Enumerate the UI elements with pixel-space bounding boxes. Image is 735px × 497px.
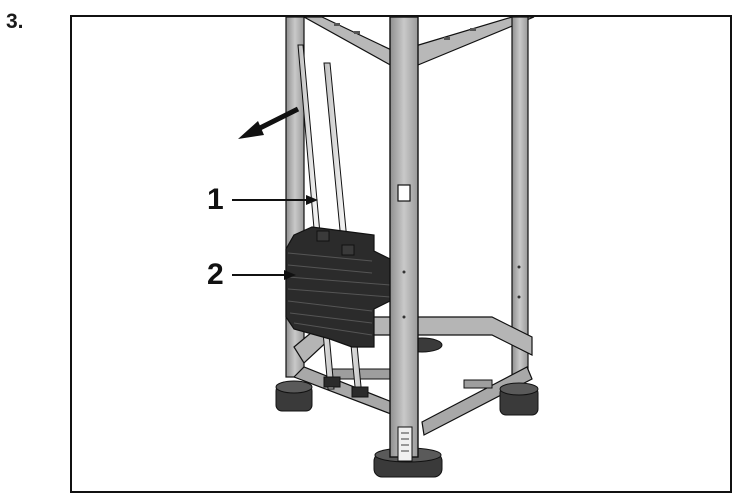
top-frame-beams — [302, 17, 535, 68]
front-main-post — [389, 17, 419, 462]
right-rear-post — [511, 17, 529, 378]
removal-direction-arrow — [238, 106, 300, 139]
illustration-frame: 1 2 — [70, 15, 732, 493]
callout-label-2: 2 — [207, 258, 224, 291]
machine-illustration — [232, 17, 539, 478]
step-number: 3. — [6, 10, 24, 33]
weight-plate-stack — [285, 226, 395, 348]
callout-label-1: 1 — [207, 183, 224, 216]
callout-leaders — [232, 195, 318, 280]
